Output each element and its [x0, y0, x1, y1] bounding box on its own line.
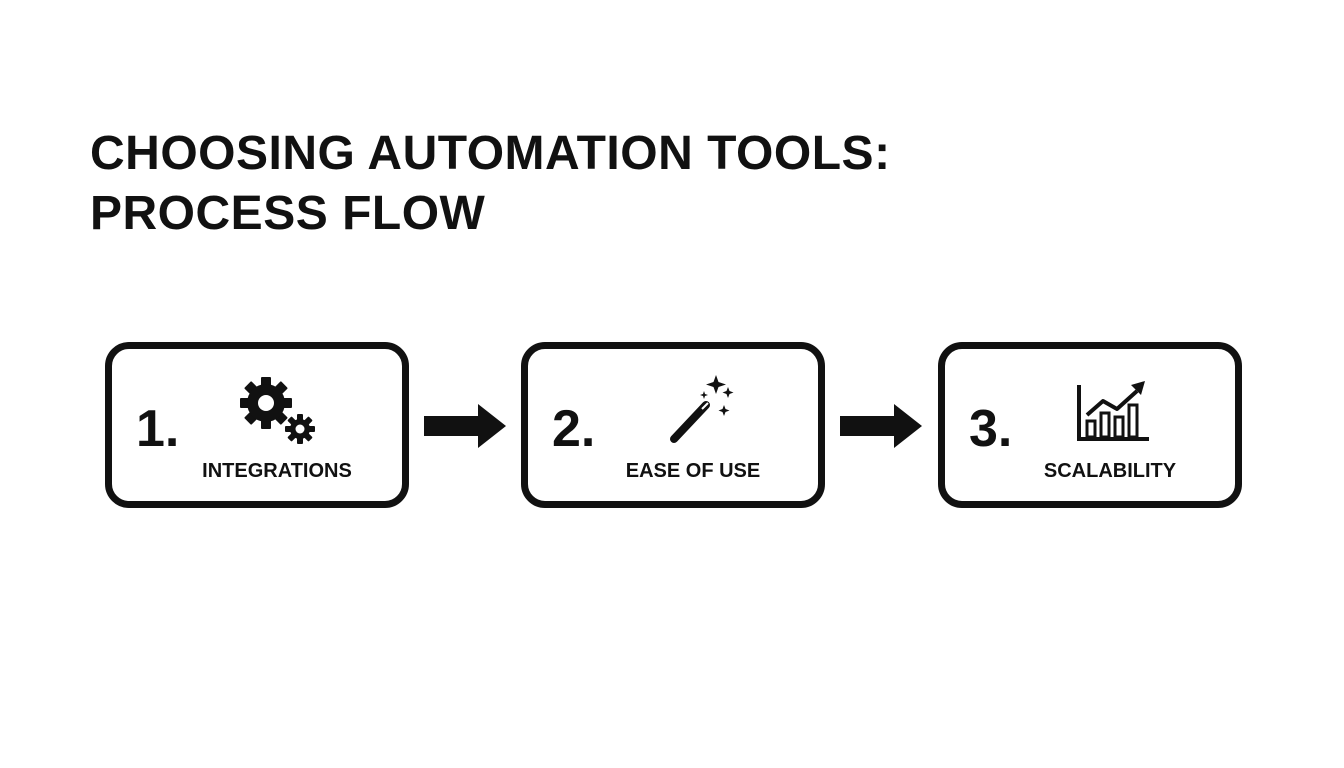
step-number: 2.: [552, 400, 596, 458]
step-box-ease-of-use: 2. EASE OF USE: [521, 342, 825, 508]
title-line-2: PROCESS FLOW: [90, 187, 486, 240]
step-number: 3.: [969, 400, 1013, 458]
step-label: SCALABILITY: [1043, 460, 1177, 482]
step-number: 1.: [136, 400, 180, 458]
right-arrow-icon: [840, 404, 922, 448]
magic-wand-icon: [670, 375, 734, 443]
page-title: CHOOSING AUTOMATION TOOLS: PROCESS FLOW: [90, 124, 891, 244]
gears-icon: [240, 377, 315, 444]
growth-chart-icon: [1077, 381, 1149, 441]
step-label: INTEGRATIONS: [202, 460, 352, 482]
step-box-scalability: 3. SCALABILITY: [938, 342, 1242, 508]
step-label: EASE OF USE: [625, 460, 761, 482]
title-line-1: CHOOSING AUTOMATION TOOLS:: [90, 127, 891, 180]
right-arrow-icon: [424, 404, 506, 448]
step-box-integrations: 1. INTEGRATIONS: [105, 342, 409, 508]
